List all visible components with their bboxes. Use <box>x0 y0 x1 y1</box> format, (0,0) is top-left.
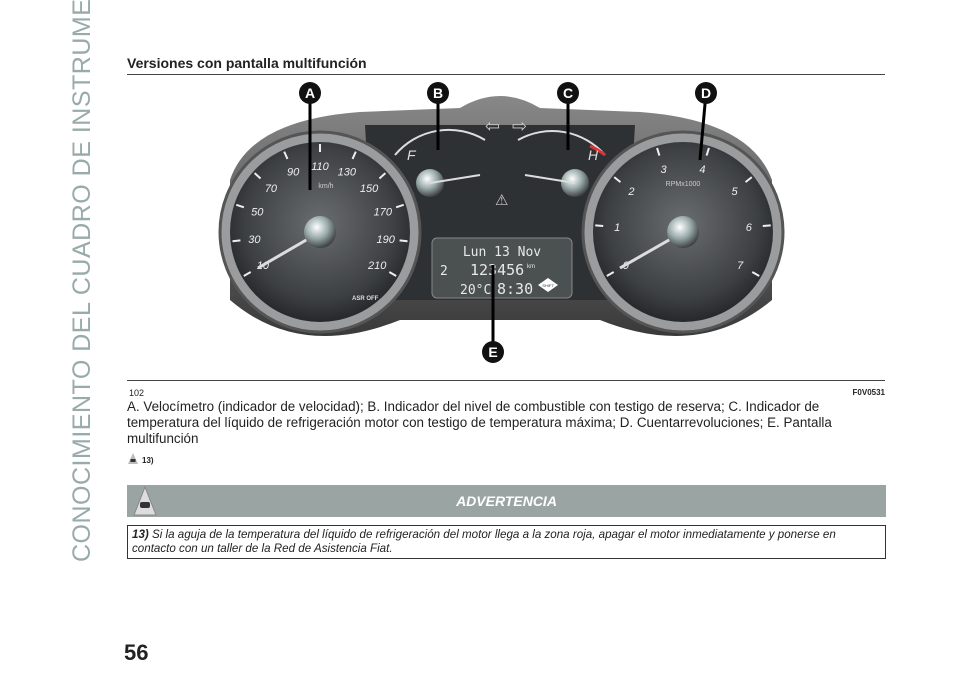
svg-text:123456: 123456 <box>470 261 524 279</box>
warning-number: 13) <box>132 528 149 541</box>
figure-code: F0V0531 <box>852 388 885 397</box>
speed-tick <box>351 151 357 160</box>
divider <box>127 74 885 75</box>
fuel-needle <box>429 174 481 184</box>
speed-tick <box>253 172 262 180</box>
rpm-label: 4 <box>699 164 705 176</box>
rpm-label: 1 <box>614 222 620 234</box>
warning-car-icon <box>128 453 138 464</box>
rpm-tick <box>705 147 710 156</box>
warning-triangle-icon: ⚠ <box>495 192 508 209</box>
warning-reference: 13) <box>127 452 154 465</box>
svg-text:8:30: 8:30 <box>497 280 533 298</box>
callout-B <box>427 82 449 104</box>
section-side-title: CONOCIMIENTO DEL CUADRO DE INSTRUMENTOS <box>68 0 96 562</box>
speed-label: 70 <box>265 183 278 195</box>
callout-A <box>299 82 321 104</box>
warning-title: ADVERTENCIA <box>456 493 557 509</box>
reference-number: 13) <box>142 456 154 465</box>
callout-D <box>695 82 717 104</box>
temp-gauge-arc <box>517 130 606 156</box>
rpm-tick <box>613 176 622 183</box>
rpm-tick <box>751 271 760 277</box>
speed-tick <box>395 203 405 209</box>
speed-tick <box>388 271 397 277</box>
divider <box>127 380 885 381</box>
rpm-tick <box>656 147 661 156</box>
rpm-tick <box>762 224 771 228</box>
speed-label: 170 <box>374 207 393 219</box>
warning-car-icon <box>133 485 157 516</box>
svg-text:A: A <box>305 85 315 101</box>
svg-text:2: 2 <box>440 264 448 279</box>
speed-unit: km/h <box>318 183 333 190</box>
instrument-cluster-illustration: 103050709011013015017019021001234567 km/… <box>218 82 785 363</box>
turn-left-icon: ⇦ <box>485 116 500 136</box>
speed-tick <box>232 239 241 243</box>
speed-tick <box>283 151 289 160</box>
rpm-tick <box>606 271 615 277</box>
svg-text:Lun 13 Nov: Lun 13 Nov <box>463 245 541 260</box>
speed-label: 130 <box>338 167 357 179</box>
speed-label: 50 <box>251 207 264 219</box>
warning-text-box: 13) Si la aguja de la temperatura del lí… <box>127 525 886 559</box>
temp-needle <box>524 174 576 184</box>
svg-text:km: km <box>527 264 535 270</box>
speed-label: 30 <box>248 234 261 246</box>
instrument-cluster-figure: 103050709011013015017019021001234567 km/… <box>127 78 885 378</box>
callout-E <box>482 341 504 363</box>
rpm-label: 5 <box>732 186 739 198</box>
multifunction-display <box>431 237 573 299</box>
callout-C <box>557 82 579 104</box>
rpm-label: 3 <box>660 164 667 176</box>
section-heading: Versiones con pantalla multifunción <box>127 55 367 71</box>
rpm-tick <box>595 224 604 228</box>
svg-text:C: C <box>563 85 573 101</box>
warning-banner: ADVERTENCIA <box>127 485 886 517</box>
figure-caption: A. Velocímetro (indicador de velocidad);… <box>127 399 832 446</box>
warning-text: Si la aguja de la temperatura del líquid… <box>132 528 836 555</box>
figure-number: 102 <box>129 388 145 398</box>
asr-off-icon: ASR OFF <box>352 296 379 302</box>
speed-tick <box>243 271 252 277</box>
rpm-label: 2 <box>627 186 634 198</box>
speed-tick <box>235 203 245 209</box>
rpm-label: 6 <box>746 222 753 234</box>
rpm-label: 7 <box>737 260 744 272</box>
fuel-full-label: F <box>407 147 417 163</box>
temp-hot-label: H <box>588 147 599 163</box>
speed-label: 90 <box>287 167 300 179</box>
speed-label: 190 <box>376 234 395 246</box>
svg-text:B: B <box>433 85 443 101</box>
speed-label: 110 <box>311 161 329 173</box>
rpm-unit: RPMx1000 <box>666 181 701 188</box>
turn-right-icon: ⇨ <box>512 116 527 136</box>
page-number: 56 <box>124 640 149 665</box>
svg-text:20°C: 20°C <box>460 283 491 298</box>
rpm-tick <box>744 176 753 183</box>
speed-tick <box>378 172 387 180</box>
speed-label: 150 <box>360 183 379 195</box>
speed-tick <box>399 239 408 243</box>
svg-text:SHIFT: SHIFT <box>542 283 554 288</box>
svg-text:D: D <box>701 85 711 101</box>
speed-label: 210 <box>367 260 387 272</box>
svg-text:E: E <box>488 344 497 360</box>
